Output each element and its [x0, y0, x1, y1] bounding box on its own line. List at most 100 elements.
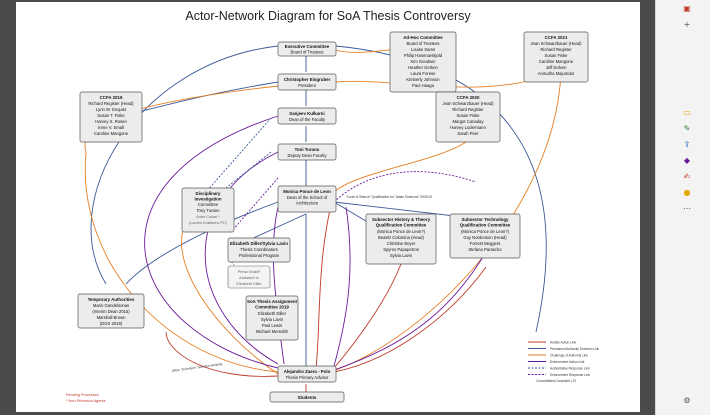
- svg-text:Forrest Meggers: Forrest Meggers: [470, 241, 501, 246]
- svg-text:CCFA 2021: CCFA 2021: [545, 35, 568, 40]
- svg-text:Caroline Mangone: Caroline Mangone: [539, 59, 574, 64]
- comment-icon[interactable]: ▭: [683, 108, 691, 117]
- svg-text:Kimberly Johnson: Kimberly Johnson: [406, 77, 440, 82]
- svg-text:Marshall Brown: Marshall Brown: [97, 315, 127, 320]
- svg-text:Architecture: Architecture: [296, 201, 319, 206]
- svg-text:President: President: [298, 83, 317, 88]
- page-footer: Consolidated Complaint | 31: [536, 379, 576, 383]
- svg-text:Spyros Papapetros: Spyros Papapetros: [383, 247, 419, 252]
- svg-text:Alejandro Zaera - Polo: Alejandro Zaera - Polo: [284, 369, 331, 374]
- svg-text:Christopher Eisgruber: Christopher Eisgruber: [284, 77, 331, 82]
- svg-text:Susan T. Fiske: Susan T. Fiske: [97, 113, 125, 118]
- svg-text:Tony Turano: Tony Turano: [196, 208, 220, 213]
- node-executive-committee: Executive Committee Board of Trustees: [277, 41, 337, 57]
- svg-text:Amer Collari *: Amer Collari *: [196, 215, 220, 219]
- node-ccfa-2021: CCFA 2021 Jean Schwarzbauer (Head) Richa…: [523, 31, 589, 83]
- add-icon[interactable]: +: [683, 20, 691, 29]
- svg-text:Students: Students: [298, 395, 317, 400]
- svg-text:(Lauren Krabbenc PC): (Lauren Krabbenc PC): [189, 221, 228, 225]
- svg-text:CCFA 2019: CCFA 2019: [100, 95, 123, 100]
- svg-text:Paul Haaga: Paul Haaga: [412, 83, 435, 88]
- svg-text:Irene V. Small: Irene V. Small: [98, 125, 124, 130]
- svg-text:(Interim Dean 2015): (Interim Dean 2015): [92, 309, 130, 314]
- legend-label: Challenge of Authority Link: [550, 353, 588, 357]
- svg-text:Richard Register: Richard Register: [452, 107, 484, 112]
- edge-label-code-of-silence: "Code of Silence" Qualification for "Ada…: [346, 195, 432, 199]
- legend-label: Permanent Authority Direction Link: [550, 347, 599, 351]
- stamp-icon[interactable]: ●: [683, 188, 691, 197]
- svg-text:SoA Thesis Assignment: SoA Thesis Assignment: [247, 299, 297, 304]
- svg-text:Toni Turano: Toni Turano: [295, 147, 320, 152]
- svg-text:Jean Schwarzbauer (Head): Jean Schwarzbauer (Head): [531, 41, 583, 46]
- node-ponce-de-leon: Monica Ponce de Leon Dean of the School …: [277, 185, 337, 213]
- svg-text:Committee: Committee: [198, 202, 219, 207]
- svg-text:Sylvia Lavin: Sylvia Lavin: [390, 253, 413, 258]
- node-turano: Toni Turano Deputy Dean Faculty: [277, 143, 337, 161]
- diagram-page: Actor-Network Diagram for SoA Thesis Con…: [16, 2, 640, 412]
- svg-text:Lynn W. Enquist: Lynn W. Enquist: [96, 107, 127, 112]
- legend-label: Enforcement Response Link: [550, 373, 590, 377]
- svg-text:Christine Boyer: Christine Boyer: [387, 241, 416, 246]
- node-zaera-polo: Alejandro Zaera - Polo Thesis Primary Ad…: [277, 365, 337, 383]
- svg-text:Guy Nordenson (Head): Guy Nordenson (Head): [463, 235, 507, 240]
- legend-label: Authoritative Response Link: [550, 366, 590, 370]
- svg-text:Thesis Coordinators: Thesis Coordinators: [240, 247, 277, 252]
- svg-text:Dean of the Faculty: Dean of the Faculty: [289, 117, 326, 122]
- svg-text:Subsector History & Theory: Subsector History & Theory: [372, 217, 431, 222]
- svg-text:Susan Fiske: Susan Fiske: [544, 53, 568, 58]
- actor-network-diagram: Actor-Network Diagram for SoA Thesis Con…: [66, 9, 599, 403]
- sign-icon[interactable]: ✍: [683, 172, 691, 181]
- shield-icon[interactable]: ◆: [683, 156, 691, 165]
- svg-text:Investigation: Investigation: [194, 197, 221, 202]
- node-students: Students: [269, 391, 345, 403]
- pdf-icon[interactable]: ▣: [683, 4, 691, 13]
- svg-text:Elizabeth Diller: Elizabeth Diller: [258, 311, 287, 316]
- edit-icon[interactable]: ✎: [683, 124, 691, 133]
- svg-text:Elizabeth Diller: Elizabeth Diller: [236, 282, 262, 286]
- node-persa-khalili: Persa Khalili* Assistant to Elizabeth Di…: [227, 265, 271, 289]
- svg-text:Sylvia Lavin: Sylvia Lavin: [261, 317, 284, 322]
- node-ad-hoc-committee: Ad-Hoc Committee Board of Trustees Louis…: [389, 31, 457, 93]
- svg-text:Persa Khalili*: Persa Khalili*: [238, 270, 261, 274]
- diagram-title: Actor-Network Diagram for SoA Thesis Con…: [185, 9, 471, 23]
- svg-text:Jean Schwarzbauer (Head): Jean Schwarzbauer (Head): [443, 101, 495, 106]
- node-technology-committee: Subsector Technology Qualification Commi…: [449, 213, 521, 259]
- svg-text:CCFA 2020: CCFA 2020: [457, 95, 480, 100]
- svg-text:Kim Goodwin: Kim Goodwin: [411, 59, 437, 64]
- svg-text:Committee 2019: Committee 2019: [255, 305, 289, 310]
- legend-label: Hostile Action Link: [550, 340, 576, 344]
- node-diller-lavin: Elizabeth Diller/Sylvia Lavin Thesis Coo…: [227, 237, 291, 263]
- svg-text:Deputy Dean Faculty: Deputy Dean Faculty: [287, 153, 327, 158]
- node-ccfa-2020: CCFA 2020 Jean Schwarzbauer (Head) Richa…: [435, 91, 501, 143]
- node-eisgruber: Christopher Eisgruber President: [277, 73, 337, 91]
- svg-text:Michael Meredith: Michael Meredith: [256, 329, 289, 334]
- more-icon[interactable]: ⋯: [683, 204, 691, 213]
- node-kulkarni: Sanjeev Kulkarni Dean of the Faculty: [277, 107, 337, 125]
- svg-text:Beatriz Colomina (Head): Beatriz Colomina (Head): [378, 235, 424, 240]
- svg-text:Caroline Mangone: Caroline Mangone: [94, 131, 129, 136]
- node-disciplinary-committee: Disciplinary Investigation Committee Ton…: [181, 187, 235, 233]
- settings-icon[interactable]: ⚙: [683, 396, 691, 405]
- svg-text:Qualification Committee: Qualification Committee: [376, 223, 427, 228]
- svg-text:Disciplinary: Disciplinary: [196, 191, 221, 196]
- svg-text:Paul Lewis: Paul Lewis: [262, 323, 282, 328]
- svg-text:Mario Gandelsonas: Mario Gandelsonas: [93, 303, 129, 308]
- svg-text:Monica Ponce de Leon: Monica Ponce de Leon: [283, 189, 331, 194]
- share-icon[interactable]: ⇪: [683, 140, 691, 149]
- svg-text:Sanjeev Kulkarni: Sanjeev Kulkarni: [289, 111, 324, 116]
- svg-text:Dean of the School of: Dean of the School of: [287, 195, 328, 200]
- svg-text:Jeff Dolven: Jeff Dolven: [546, 65, 568, 70]
- svg-text:Board of Trustees: Board of Trustees: [290, 50, 323, 55]
- svg-text:Anirudha Majumdar: Anirudha Majumdar: [538, 71, 575, 76]
- svg-text:Subsector Technology: Subsector Technology: [461, 217, 509, 222]
- svg-text:Susan Fiske: Susan Fiske: [456, 113, 480, 118]
- node-history-theory-committee: Subsector History & Theory Qualification…: [365, 213, 437, 265]
- svg-text:Board of Trustees: Board of Trustees: [406, 41, 439, 46]
- node-temporary-authorities: Temporary Authorities Mario Gandelsonas …: [77, 293, 145, 329]
- legend-label: Enforcement Action Link: [550, 360, 585, 364]
- svg-text:Elizabeth Diller/Sylvia Lavin: Elizabeth Diller/Sylvia Lavin: [230, 241, 288, 246]
- svg-text:Temporary Authorities: Temporary Authorities: [88, 297, 135, 302]
- side-toolbar: ▣ + ▭ ✎ ⇪ ◆ ✍ ● ⋯ ⚙: [655, 0, 710, 415]
- node-ccfa-2019: CCFA 2019 Richard Register (Head) Lynn W…: [79, 91, 143, 143]
